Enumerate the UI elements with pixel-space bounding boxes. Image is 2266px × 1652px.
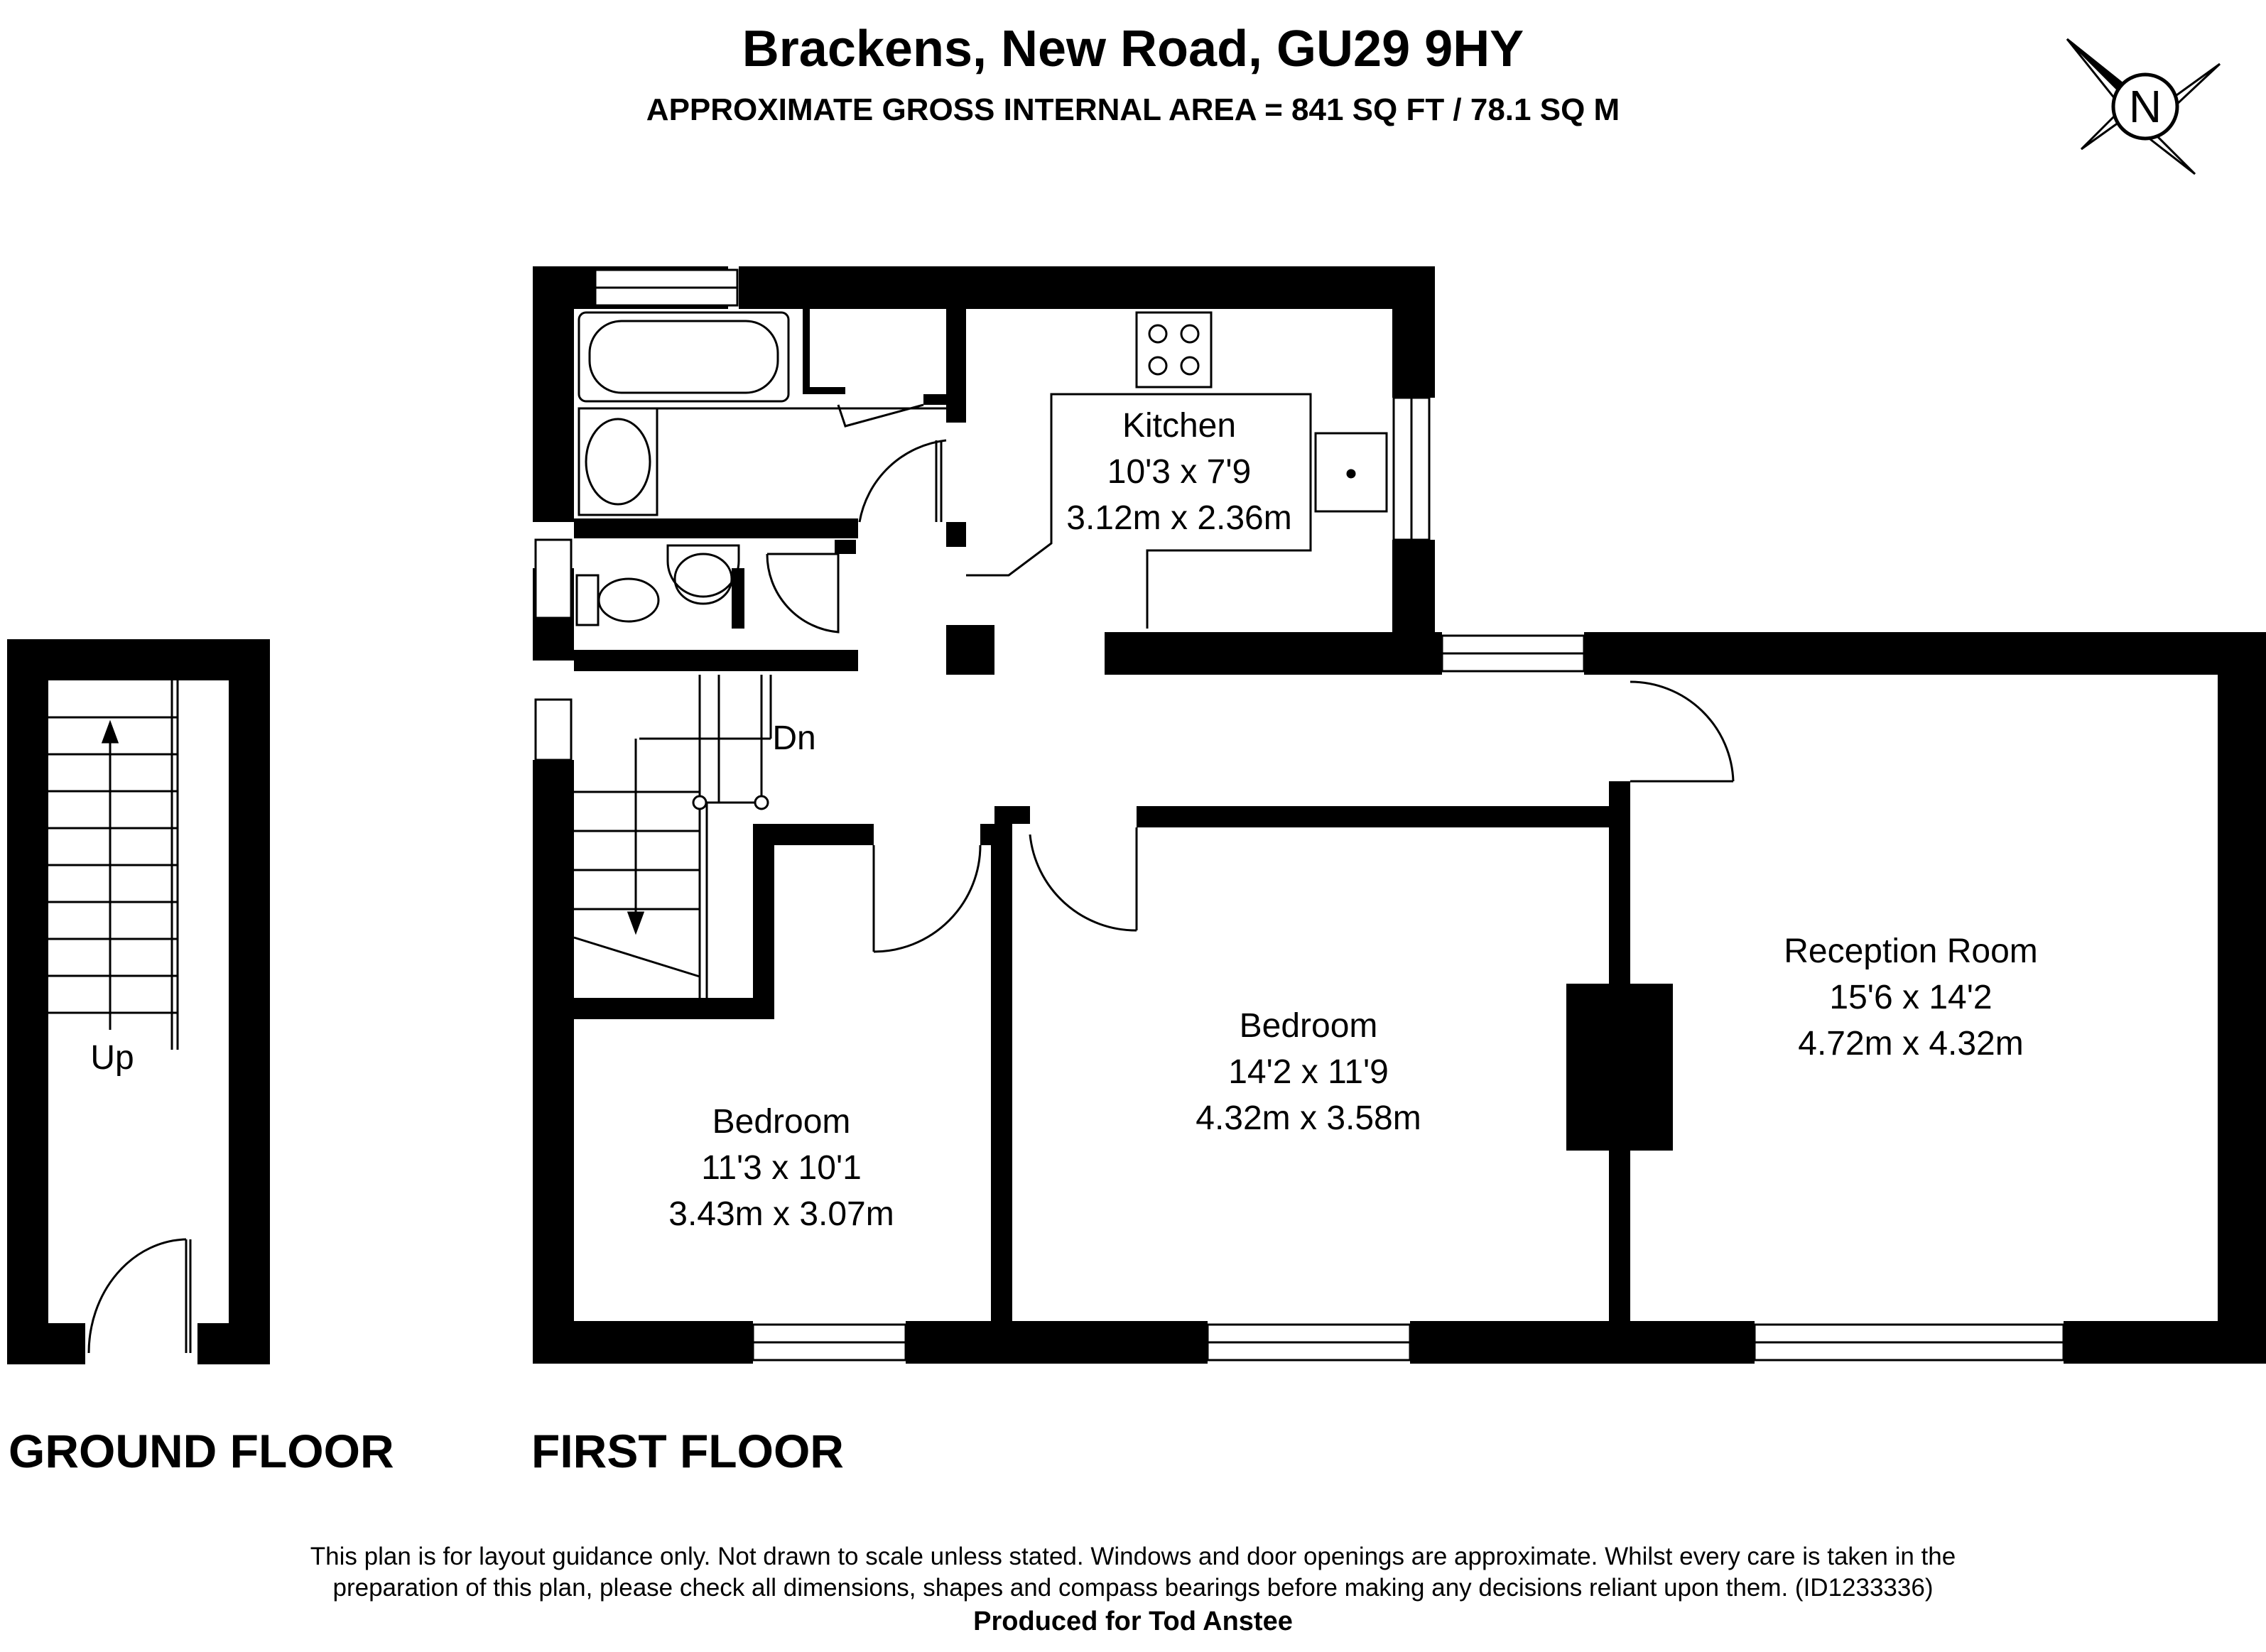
kitchen-metric: 3.12m x 2.36m [1066,499,1291,537]
plan-title: Brackens, New Road, GU29 9HY [742,21,1524,77]
kitchen-name: Kitchen [1122,407,1236,445]
bedroom-left-imperial: 11'3 x 10'1 [701,1149,862,1187]
reception-label: Reception Room 15'6 x 14'2 4.72m x 4.32m [1784,933,2038,1063]
interior-walls [574,309,1673,1321]
windows [534,268,2065,1362]
first-floor-stairs [573,675,772,998]
reception-name: Reception Room [1784,933,2038,970]
kitchen-label: Kitchen 10'3 x 7'9 3.12m x 2.36m [1066,407,1291,537]
ground-floor-label: GROUND FLOOR [9,1425,394,1477]
first-floor-label: FIRST FLOOR [531,1425,844,1477]
area-subtitle: APPROXIMATE GROSS INTERNAL AREA = 841 SQ… [646,92,1620,127]
kitchen-units [966,311,1388,629]
reception-imperial: 15'6 x 14'2 [1829,979,1992,1016]
kitchen-imperial: 10'3 x 7'9 [1107,453,1251,491]
disclaimer-line-2: preparation of this plan, please check a… [332,1574,1934,1602]
bedroom-left-label: Bedroom 11'3 x 10'1 3.43m x 3.07m [668,1103,894,1233]
ground-floor-walls [7,639,270,1364]
stairs-up-label: Up [90,1039,134,1077]
producer-credit: Produced for Tod Anstee [973,1607,1293,1636]
bedroom-center-metric: 4.32m x 3.58m [1196,1099,1421,1137]
reception-metric: 4.72m x 4.32m [1798,1025,2023,1063]
ground-floor-stairs [48,680,179,1050]
bedroom-center-imperial: 14'2 x 11'9 [1228,1053,1389,1091]
stairs-down-label: Dn [772,719,815,757]
wc-fixtures [575,544,840,634]
bathroom-fixtures [578,311,947,523]
bedroom-center-label: Bedroom 14'2 x 11'9 4.32m x 3.58m [1196,1007,1421,1137]
disclaimer: This plan is for layout guidance only. N… [0,1541,2266,1604]
bedroom-center-name: Bedroom [1240,1007,1378,1045]
compass-icon: N [2066,38,2221,175]
ground-floor-door [87,1238,192,1354]
disclaimer-line-1: This plan is for layout guidance only. N… [310,1543,1956,1570]
compass-north-label: N [2129,81,2162,132]
bedroom-left-name: Bedroom [712,1103,851,1141]
bedroom-left-metric: 3.43m x 3.07m [668,1195,894,1233]
door-swings [872,680,1735,953]
